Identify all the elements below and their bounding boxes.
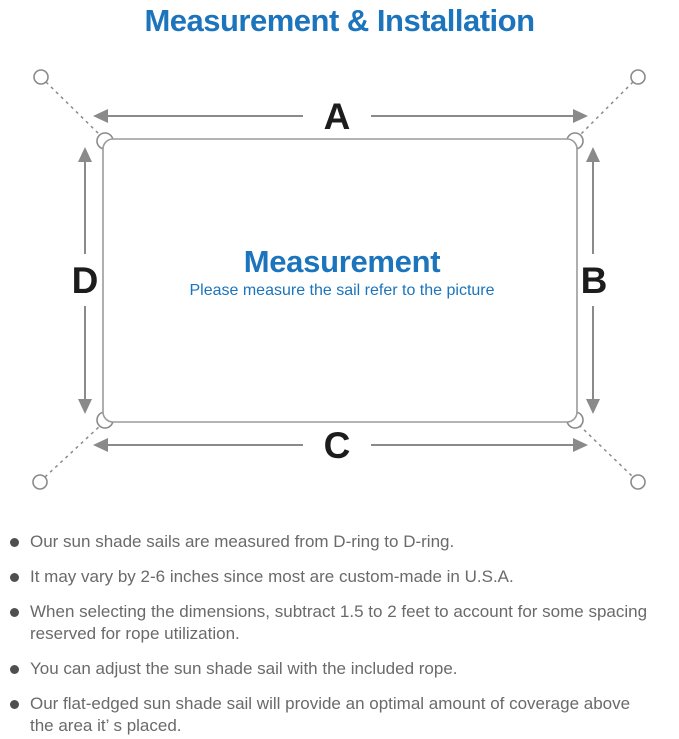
bullet-icon bbox=[10, 700, 19, 709]
bullet-icon bbox=[10, 573, 19, 582]
dimension-label-a: A bbox=[324, 96, 351, 137]
dimension-label-d: D bbox=[72, 260, 99, 301]
dimension-arrow-a bbox=[93, 109, 588, 123]
bullet-icon bbox=[10, 538, 19, 547]
bullet-icon bbox=[10, 665, 19, 674]
dimension-label-b: B bbox=[581, 260, 608, 301]
dimension-arrow-c bbox=[93, 438, 588, 452]
note-text: Our flat-edged sun shade sail will provi… bbox=[30, 694, 631, 735]
rope-dashed-line-bottom-right bbox=[578, 424, 634, 478]
diagram-center-subtitle: Please measure the sail refer to the pic… bbox=[189, 282, 494, 299]
sail-measurement-diagram: A B C D Measurement Please measure the s… bbox=[32, 69, 646, 490]
anchor-point-circle-bottom-left bbox=[32, 474, 48, 490]
rope-dashed-line-top-left bbox=[45, 81, 102, 137]
note-text: It may vary by 2-6 inches since most are… bbox=[30, 567, 514, 586]
sail-outline bbox=[102, 138, 578, 423]
diagram-center-title: Measurement bbox=[244, 244, 441, 279]
list-item: When selecting the dimensions, subtract … bbox=[10, 601, 672, 645]
anchor-point-circle-bottom-right bbox=[630, 474, 646, 490]
arrowhead-down-icon bbox=[78, 399, 92, 414]
arrowhead-down-icon bbox=[586, 399, 600, 414]
arrowhead-left-icon bbox=[93, 109, 108, 123]
list-item: Our flat-edged sun shade sail will provi… bbox=[10, 693, 672, 737]
note-text: When selecting the dimensions, subtract … bbox=[30, 602, 648, 643]
page-title: Measurement & Installation bbox=[144, 3, 535, 38]
anchor-point-circle-top-left bbox=[33, 69, 49, 85]
bullet-icon bbox=[10, 608, 19, 617]
arrowhead-up-icon bbox=[78, 147, 92, 162]
dimension-arrow-d bbox=[78, 147, 92, 414]
anchor-point-circle-top-right bbox=[630, 69, 646, 85]
arrowhead-right-icon bbox=[573, 109, 588, 123]
list-item: Our sun shade sails are measured from D-… bbox=[10, 531, 672, 553]
dimension-label-c: C bbox=[324, 425, 351, 466]
arrowhead-up-icon bbox=[586, 147, 600, 162]
note-text: You can adjust the sun shade sail with t… bbox=[30, 659, 458, 678]
note-text: Our sun shade sails are measured from D-… bbox=[30, 532, 455, 551]
dimension-arrow-b bbox=[586, 147, 600, 414]
rope-dashed-line-bottom-left bbox=[44, 424, 102, 478]
instruction-notes-list: Our sun shade sails are measured from D-… bbox=[10, 531, 672, 739]
list-item: It may vary by 2-6 inches since most are… bbox=[10, 566, 672, 588]
list-item: You can adjust the sun shade sail with t… bbox=[10, 658, 672, 680]
arrowhead-right-icon bbox=[573, 438, 588, 452]
arrowhead-left-icon bbox=[93, 438, 108, 452]
rope-dashed-line-top-right bbox=[578, 81, 634, 137]
